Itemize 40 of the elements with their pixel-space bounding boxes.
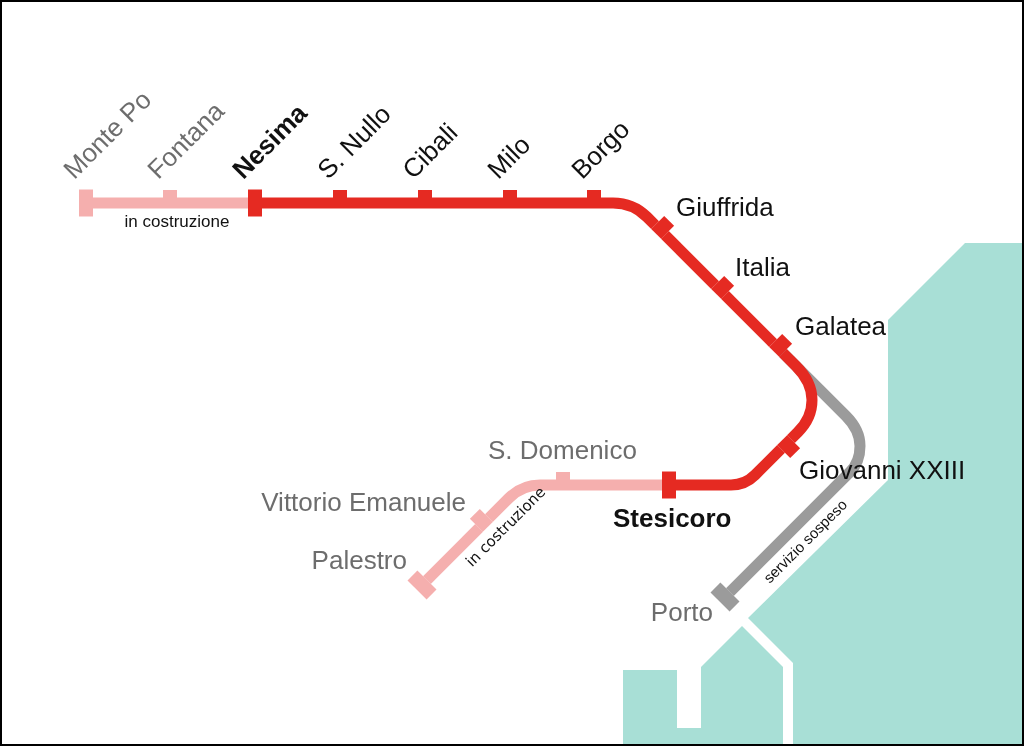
station-tick xyxy=(503,190,517,209)
metro-line xyxy=(517,197,587,209)
station-name: Vittorio Emanuele xyxy=(261,489,466,515)
station-name: Palestro xyxy=(311,547,407,573)
station-name: Italia xyxy=(735,254,790,280)
station-tick xyxy=(777,435,801,459)
metro-line xyxy=(721,291,777,347)
station-name: Milo xyxy=(482,130,535,183)
metro-line xyxy=(432,197,503,209)
station-tick xyxy=(651,215,675,239)
metro-line xyxy=(570,479,662,491)
status-note: in costruzione xyxy=(124,212,230,230)
station-tick xyxy=(662,471,676,499)
station-tick xyxy=(163,190,177,209)
station-name: Giovanni XXIII xyxy=(799,457,966,483)
station-name: Stesicoro xyxy=(613,505,732,531)
station-name: S. Domenico xyxy=(488,437,637,463)
station-name: Porto xyxy=(650,599,713,625)
station-tick xyxy=(769,333,793,357)
station-tick xyxy=(79,189,93,217)
metro-line xyxy=(177,197,248,209)
metro-line xyxy=(347,197,418,209)
station-tick xyxy=(418,190,432,209)
metro-line xyxy=(661,231,719,289)
station-name: Giuffrida xyxy=(676,194,774,220)
station-tick xyxy=(407,570,437,600)
metro-line xyxy=(601,197,659,229)
metro-line xyxy=(676,445,785,491)
metro-line xyxy=(485,479,556,522)
station-tick xyxy=(248,189,262,217)
metro-line xyxy=(262,197,333,209)
station-tick xyxy=(333,190,347,209)
metro-line xyxy=(779,349,818,443)
metro-line xyxy=(93,197,163,209)
station-tick xyxy=(710,582,740,612)
metro-line xyxy=(423,524,483,584)
station-name: Galatea xyxy=(795,313,887,339)
station-tick xyxy=(711,275,735,299)
station-tick xyxy=(587,190,601,209)
station-tick xyxy=(556,472,570,491)
